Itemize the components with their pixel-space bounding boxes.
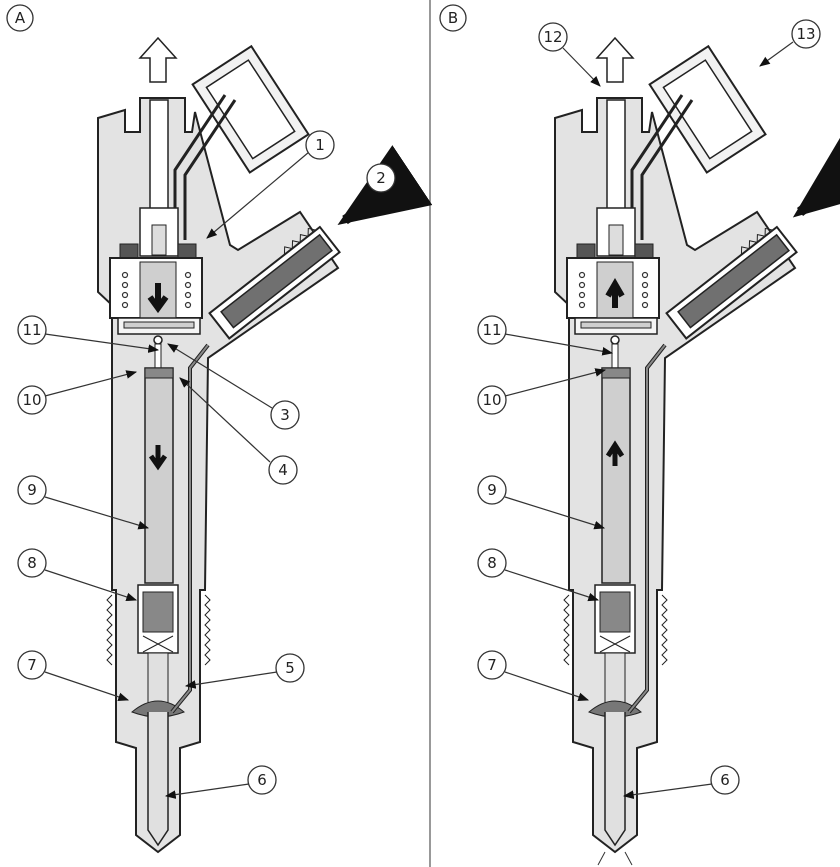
callout-7: 7 xyxy=(17,650,47,680)
up-arrow-icon xyxy=(605,440,625,466)
svg-text:9: 9 xyxy=(27,481,37,499)
svg-text:13: 13 xyxy=(796,25,815,43)
injector-a xyxy=(96,36,342,854)
panel-label-b: B xyxy=(439,4,467,32)
svg-text:6: 6 xyxy=(257,771,267,789)
callout-5: 5 xyxy=(275,653,305,683)
svg-text:A: A xyxy=(15,9,26,27)
panel-b: B 12 13 11 10 9 8 7 6 xyxy=(439,4,840,866)
callout-9: 9 xyxy=(17,475,47,505)
svg-text:10: 10 xyxy=(482,391,501,409)
callout-8: 8 xyxy=(477,548,507,578)
callout-7: 7 xyxy=(477,650,507,680)
svg-text:8: 8 xyxy=(487,554,497,572)
svg-text:7: 7 xyxy=(27,656,37,674)
panel-a: A 1 2 3 4 5 6 7 8 9 10 11 xyxy=(6,4,433,854)
injector-b xyxy=(553,36,799,854)
svg-text:11: 11 xyxy=(482,321,501,339)
svg-text:9: 9 xyxy=(487,481,497,499)
svg-text:12: 12 xyxy=(543,28,562,46)
svg-text:8: 8 xyxy=(27,554,37,572)
down-arrow-icon xyxy=(148,445,168,471)
svg-text:B: B xyxy=(448,9,458,27)
down-arrow-icon xyxy=(147,283,169,314)
callout-1: 1 xyxy=(305,130,335,160)
callout-2: 2 xyxy=(366,163,396,193)
callout-6: 6 xyxy=(710,765,740,795)
callout-9: 9 xyxy=(477,475,507,505)
spray-lines xyxy=(597,851,633,866)
callout-11: 11 xyxy=(17,315,47,345)
svg-text:3: 3 xyxy=(280,406,290,424)
callout-8: 8 xyxy=(17,548,47,578)
svg-text:11: 11 xyxy=(22,321,41,339)
svg-text:10: 10 xyxy=(22,391,41,409)
callout-3: 3 xyxy=(270,400,300,430)
fuel-inlet-arrow-icon xyxy=(337,145,433,225)
svg-text:6: 6 xyxy=(720,771,730,789)
svg-text:5: 5 xyxy=(285,659,295,677)
callout-10: 10 xyxy=(17,385,47,415)
callout-13: 13 xyxy=(791,19,821,49)
callout-10: 10 xyxy=(477,385,507,415)
fuel-inlet-arrow-icon xyxy=(792,134,840,218)
up-arrow-icon xyxy=(605,278,625,308)
callout-12: 12 xyxy=(538,22,568,52)
callout-6: 6 xyxy=(247,765,277,795)
svg-text:4: 4 xyxy=(278,461,288,479)
callout-4: 4 xyxy=(268,455,298,485)
callout-11: 11 xyxy=(477,315,507,345)
svg-text:1: 1 xyxy=(315,136,325,154)
svg-text:7: 7 xyxy=(487,656,497,674)
panel-label-a: A xyxy=(6,4,34,32)
svg-text:2: 2 xyxy=(376,169,386,187)
